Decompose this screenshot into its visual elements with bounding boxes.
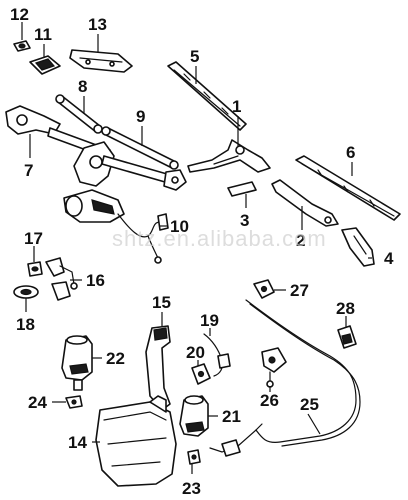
callout-6: 6 — [346, 143, 355, 162]
part-3-arm-cap — [227, 181, 257, 197]
callout-5: 5 — [190, 47, 199, 66]
callout-9: 9 — [136, 107, 145, 126]
part-23-plug — [187, 449, 201, 465]
callout-19: 19 — [200, 311, 219, 330]
part-13-cowl-panel — [69, 49, 133, 73]
watermark: shtz.en.alibaba.com — [112, 226, 327, 251]
callout-labels: 12 11 13 5 8 9 1 6 7 3 2 10 4 17 27 16 1… — [10, 5, 394, 498]
part-7-linkage-frame — [5, 105, 187, 191]
callout-7: 7 — [24, 161, 33, 180]
callout-21: 21 — [222, 407, 241, 426]
part-14-reservoir — [95, 395, 177, 487]
callout-11: 11 — [34, 25, 52, 44]
callout-16: 16 — [86, 271, 105, 290]
callout-3: 3 — [240, 211, 249, 230]
part-12-grommet — [13, 40, 31, 52]
part-19-hose — [203, 333, 231, 377]
part-20-fitting — [191, 363, 211, 385]
callout-26: 26 — [260, 391, 279, 410]
callout-2: 2 — [296, 231, 305, 250]
part-24-clip — [65, 395, 83, 409]
callout-25: 25 — [300, 395, 319, 414]
part-27-connector — [253, 279, 275, 299]
part-6-wiper-blade — [295, 155, 401, 221]
callout-4: 4 — [384, 249, 394, 268]
callout-28: 28 — [336, 299, 355, 318]
part-2-wiper-arm — [271, 179, 339, 227]
part-26-pump — [261, 347, 287, 388]
callout-10: 10 — [170, 217, 189, 236]
part-17-nut — [27, 261, 43, 277]
callout-14: 14 — [68, 433, 87, 452]
wiper-motor — [63, 189, 125, 223]
callout-22: 22 — [106, 349, 125, 368]
part-18-grommet — [13, 285, 39, 299]
part-25-washer-hose — [209, 299, 361, 457]
part-16-bracket — [45, 257, 78, 301]
leader-lines — [21, 22, 372, 474]
part-15-filler-neck — [145, 325, 171, 411]
callout-8: 8 — [78, 77, 87, 96]
part-9-link-rod — [101, 126, 179, 170]
part-1-wiper-arm — [187, 139, 271, 173]
callout-12: 12 — [10, 5, 29, 24]
callout-18: 18 — [16, 315, 35, 334]
callout-20: 20 — [186, 343, 205, 362]
part-8-link-rod — [55, 94, 103, 134]
callout-24: 24 — [28, 393, 47, 412]
callout-15: 15 — [152, 293, 171, 312]
callout-13: 13 — [88, 15, 107, 34]
part-11-cover — [29, 55, 61, 75]
callout-17: 17 — [24, 229, 43, 248]
callout-27: 27 — [290, 281, 309, 300]
part-5-wiper-blade — [167, 61, 247, 131]
part-4-pivot-cover — [341, 227, 375, 267]
part-21-washer-pump — [179, 395, 209, 437]
callout-23: 23 — [182, 479, 201, 498]
part-28-check-valve — [337, 325, 357, 349]
callout-1: 1 — [232, 97, 241, 116]
part-22-washer-pump — [61, 335, 93, 391]
